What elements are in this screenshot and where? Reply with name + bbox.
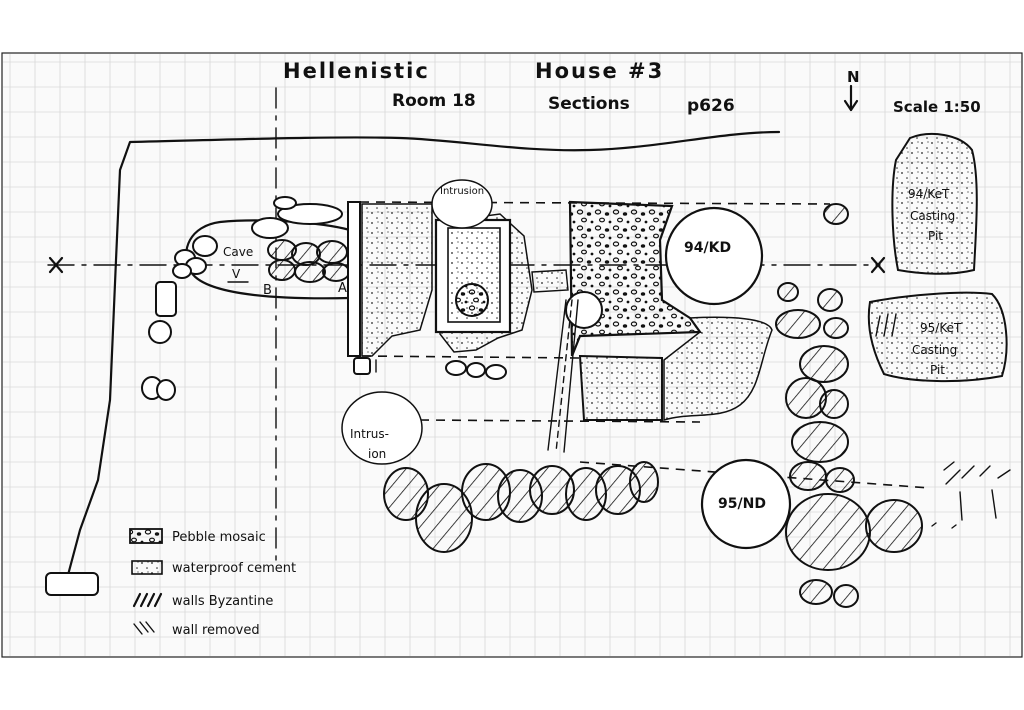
pit-95ket-label-1: 95/KeT (920, 321, 962, 335)
west-stones (141, 281, 177, 401)
cave-label: Cave (223, 245, 253, 259)
north-arrow-icon (843, 84, 859, 112)
pit-95ket-label-2: Casting (912, 343, 957, 357)
room-dashed-middle (361, 355, 581, 359)
pit-95ket-label-3: Pit (930, 363, 945, 377)
pit-95ket-wall-marks (875, 313, 897, 337)
boundary-stone (45, 572, 99, 596)
pit-94ket-label-2: Casting (910, 209, 955, 223)
pit-95nd (700, 458, 792, 550)
hatch-swatch (132, 592, 163, 608)
legend-item-byzantine-walls: walls Byzantine (132, 592, 273, 609)
cave-v-label: V (232, 267, 241, 281)
room-dashed-south2 (579, 461, 931, 489)
title-line2-b: Sections (548, 94, 630, 114)
pit-94kd-label: 94/KD (684, 240, 731, 256)
legend-item-wall-removed: wall removed (133, 621, 260, 638)
intrusion-top-label: Intrusion (440, 186, 484, 197)
excavation-boundary (66, 130, 781, 577)
intrusion-bottom-label-2: ion (368, 447, 386, 461)
legend-item-pebble-mosaic: Pebble mosaic (129, 528, 266, 545)
legend-label-byzantine-walls: walls Byzantine (172, 594, 273, 609)
intrusion-bottom (341, 391, 423, 465)
wall-pillar-west (347, 201, 361, 357)
pit-95ket (867, 291, 1008, 383)
basin-drain-icon (455, 283, 489, 317)
intrusion-bottom-label-1: Intrus- (350, 427, 389, 441)
pebble-mosaic-swatch (129, 528, 163, 544)
byzantine-wall-east (775, 282, 923, 608)
basin-south-rubble (445, 360, 507, 380)
cement-floor-east (663, 316, 773, 422)
cement-room-south (578, 354, 663, 421)
title-line2-a: Room 18 (392, 91, 476, 111)
mosaic-circle-feature (565, 291, 603, 329)
title-line1-b: House #3 (535, 59, 664, 83)
byzantine-wall-south (383, 461, 659, 553)
removed-swatch (133, 621, 155, 635)
pit-94ket-label-3: Pit (928, 229, 943, 243)
pit-94kd-stone (823, 203, 849, 225)
legend-label-wall-removed: wall removed (172, 623, 260, 638)
cement-swatch (131, 560, 163, 575)
pit-94kd (664, 206, 764, 306)
section-a-label: A (338, 281, 347, 296)
pit-95nd-label: 95/ND (718, 496, 766, 512)
scale-label: Scale 1:50 (893, 98, 981, 116)
title-line2-c: p626 (687, 96, 735, 116)
drain-pipe-lines (547, 299, 579, 453)
section-end-marker-east (870, 256, 886, 274)
cement-floor-west (361, 203, 433, 357)
cave-hatched-stones (267, 239, 350, 283)
wall-removed-marks-east (931, 461, 1011, 529)
basin-spout (531, 269, 569, 293)
title-line1-a: Hellenistic (283, 59, 430, 83)
legend-label-cement: waterproof cement (172, 561, 296, 576)
pit-94ket-label-1: 94/KeT (908, 187, 950, 201)
legend: Pebble mosaic waterproof cement walls By… (129, 528, 296, 638)
legend-item-cement: waterproof cement (131, 560, 296, 576)
pit-94ket (891, 133, 978, 275)
cave-loose-stones (172, 196, 343, 279)
room-dashed-north (359, 201, 831, 205)
section-b-label: B (263, 283, 272, 298)
north-label: N (847, 68, 860, 86)
intrusion-top (431, 179, 493, 229)
section-end-marker-west (48, 256, 64, 274)
pillar-base (353, 357, 371, 375)
legend-label-pebble-mosaic: Pebble mosaic (172, 530, 266, 545)
